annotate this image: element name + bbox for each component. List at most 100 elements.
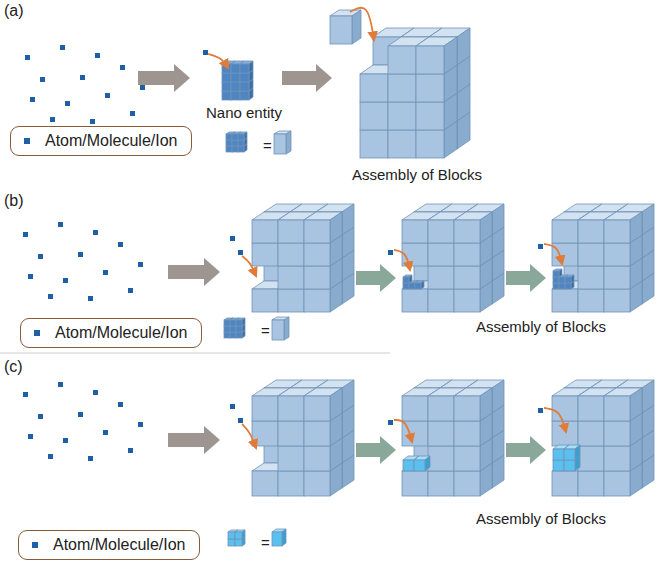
legend-box: Atom/Molecule/Ion — [10, 126, 192, 156]
atom-dot — [24, 138, 30, 144]
process-arrow — [282, 64, 332, 92]
small-cube — [414, 456, 430, 471]
movement-arrow — [350, 8, 374, 40]
process-arrow — [168, 258, 220, 286]
legend-icon — [228, 530, 245, 546]
atom-dot — [93, 230, 98, 235]
atom-dot — [40, 77, 45, 82]
block — [604, 212, 642, 243]
atom-dot — [120, 65, 125, 70]
legend-icon — [226, 132, 247, 152]
block — [274, 131, 291, 154]
atom-dot — [130, 111, 135, 116]
atom-dot — [63, 278, 68, 283]
small-cube — [564, 445, 580, 460]
atom-dot — [230, 236, 235, 241]
equals-sign: = — [261, 322, 270, 340]
block — [272, 317, 289, 340]
atom-dot — [38, 414, 43, 419]
atom-dot — [28, 274, 33, 279]
atom-dot — [118, 242, 123, 247]
block — [304, 388, 342, 421]
caption-label: Nano entity — [206, 104, 282, 122]
atom-dot — [128, 448, 133, 453]
legend-text: Atom/Molecule/Ion — [45, 132, 178, 149]
legend-icon — [224, 318, 245, 338]
panel-label: (c) — [4, 358, 23, 376]
atom-dot — [28, 434, 33, 439]
atom-dot — [38, 254, 43, 259]
atom-dot — [32, 542, 38, 548]
small-cube — [236, 318, 245, 326]
process-arrow — [168, 426, 220, 454]
atom-dot — [88, 456, 93, 461]
small-cube — [553, 269, 562, 277]
caption-label: Assembly of Blocks — [352, 166, 482, 184]
atom-dot — [63, 438, 68, 443]
process-arrow — [356, 436, 396, 464]
atom-dot — [48, 294, 53, 299]
small-cube — [415, 281, 424, 289]
legend-text: Atom/Molecule/Ion — [53, 536, 186, 553]
process-arrow — [356, 264, 396, 292]
atom-dot — [78, 252, 83, 257]
legend-box: Atom/Molecule/Ion — [18, 530, 200, 560]
movement-arrow — [544, 408, 566, 432]
atom-dot — [238, 418, 243, 423]
movement-arrow — [242, 424, 256, 448]
process-arrow — [138, 64, 190, 92]
floating-block — [330, 10, 361, 44]
atom-dot — [128, 288, 133, 293]
atom-dot — [58, 222, 63, 227]
caption-label: Assembly of Blocks — [476, 318, 606, 336]
atom-dot — [80, 75, 85, 80]
block-assembly — [552, 380, 654, 496]
block — [604, 388, 642, 421]
block-assembly — [552, 204, 654, 312]
atom-dot — [138, 422, 143, 427]
movement-arrow — [242, 256, 256, 276]
block — [454, 388, 492, 421]
atom-dot — [60, 45, 65, 50]
atom-dot — [203, 50, 208, 55]
atom-dot — [23, 232, 28, 237]
block-assembly — [252, 380, 354, 496]
atom-dot — [48, 454, 53, 459]
process-arrow — [506, 436, 546, 464]
atom-dot — [50, 117, 55, 122]
atom-dot — [93, 390, 98, 395]
block-icon — [274, 131, 291, 154]
atom-dot — [388, 250, 393, 255]
block — [304, 212, 342, 243]
atom-dot — [58, 382, 63, 387]
equals-sign: = — [263, 137, 272, 155]
caption-label: Assembly of Blocks — [476, 510, 606, 528]
atom-dot — [118, 402, 123, 407]
movement-arrow — [544, 244, 562, 264]
atom-dot — [238, 250, 243, 255]
atom-dot — [103, 270, 108, 275]
atom-dot — [78, 412, 83, 417]
separator-line — [0, 353, 390, 354]
block — [330, 10, 361, 44]
atom-dot — [23, 392, 28, 397]
block-assembly — [360, 28, 470, 158]
block-assembly — [402, 204, 504, 312]
atom-dot — [103, 430, 108, 435]
atom-dot — [25, 55, 30, 60]
movement-arrow — [394, 250, 410, 270]
atom-dot — [140, 85, 145, 90]
process-arrow — [506, 264, 546, 292]
legend-text: Atom/Molecule/Ion — [55, 324, 188, 341]
panel-label: (a) — [4, 2, 24, 20]
movement-arrow — [208, 54, 228, 68]
small-cube — [238, 132, 247, 140]
block — [272, 529, 286, 546]
atom-dot — [538, 408, 543, 413]
small-cube — [403, 275, 412, 283]
block-assembly — [252, 204, 354, 312]
atom-dot — [138, 262, 143, 267]
block — [454, 212, 492, 243]
block-assembly — [402, 380, 504, 496]
block — [416, 37, 457, 74]
